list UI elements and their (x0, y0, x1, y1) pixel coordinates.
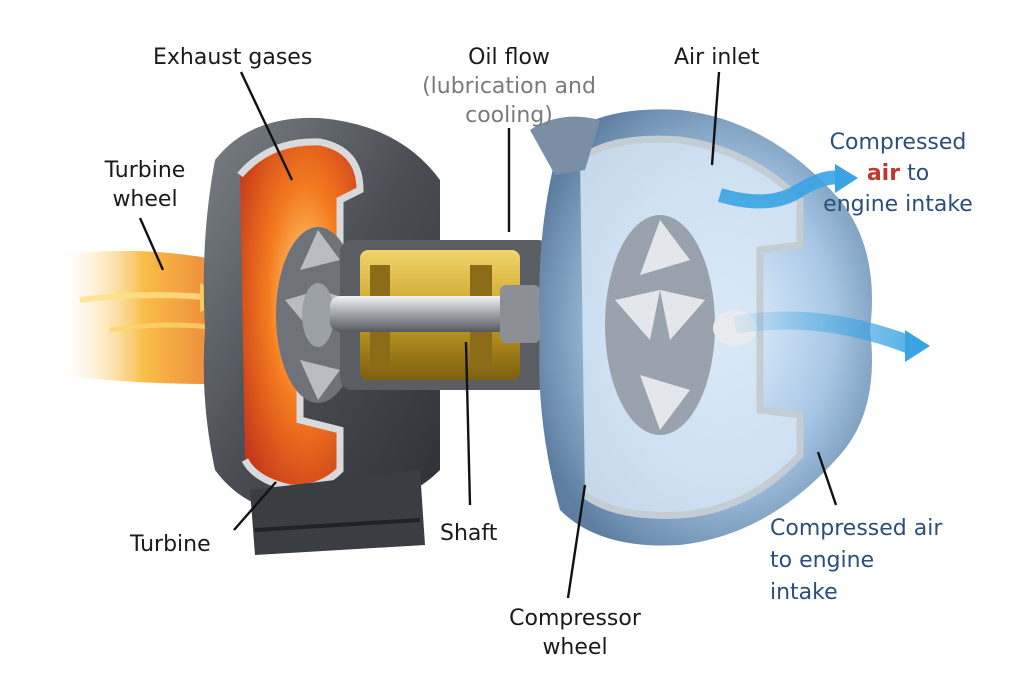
label-compressed-air-bottom-line3: intake (770, 580, 838, 605)
label-oil-flow-line3: cooling) (465, 103, 553, 128)
leader-air-inlet (710, 71, 721, 166)
label-turbine-wheel-line1: Turbine (104, 158, 186, 183)
label-compressed-air-top-line1: Compressed (829, 130, 967, 155)
leader-turbine-wheel (138, 217, 165, 271)
label-shaft: Shaft (440, 521, 498, 546)
intake-air-flow (733, 311, 930, 362)
label-compressor-wheel: Compressor wheel (492, 604, 658, 662)
turbine-wheel (276, 227, 360, 403)
compressed-air-outlet-flow (717, 164, 858, 209)
label-compressed-air-top-to: to (907, 161, 930, 186)
leader-turbine (233, 481, 277, 531)
compressor-wheel (605, 215, 757, 435)
label-compressor-wheel-line1: Compressor (509, 606, 641, 631)
label-compressed-air-top-accent: air (866, 161, 901, 186)
leader-compressed-air-bottom (816, 451, 838, 506)
label-turbine: Turbine (130, 532, 211, 557)
label-compressed-air-bottom-line1: Compressed air (770, 516, 943, 541)
leader-compressor-wheel (566, 484, 587, 599)
leader-exhaust-gases (239, 71, 294, 181)
label-turbine-wheel: Turbine wheel (90, 156, 200, 214)
label-turbine-wheel-line2: wheel (112, 187, 178, 212)
leader-shaft (464, 341, 472, 506)
label-air-inlet: Air inlet (674, 45, 760, 70)
label-compressor-wheel-line2: wheel (542, 635, 608, 660)
label-compressed-air-bottom-line2: to engine (770, 548, 875, 573)
label-oil-flow: Oil flow (lubrication and cooling) (405, 43, 613, 130)
label-exhaust-gases: Exhaust gases (153, 45, 313, 70)
label-compressed-air-top: Compressed air to engine intake (808, 127, 988, 220)
label-compressed-air-top-line3: engine intake (823, 192, 973, 217)
label-oil-flow-line1: Oil flow (468, 45, 550, 70)
label-compressed-air-top-line2: air to (808, 158, 988, 189)
label-oil-flow-line2: (lubrication and (422, 74, 596, 99)
label-compressed-air-bottom: Compressed air to engine intake (770, 513, 942, 609)
leader-lines (138, 71, 838, 599)
